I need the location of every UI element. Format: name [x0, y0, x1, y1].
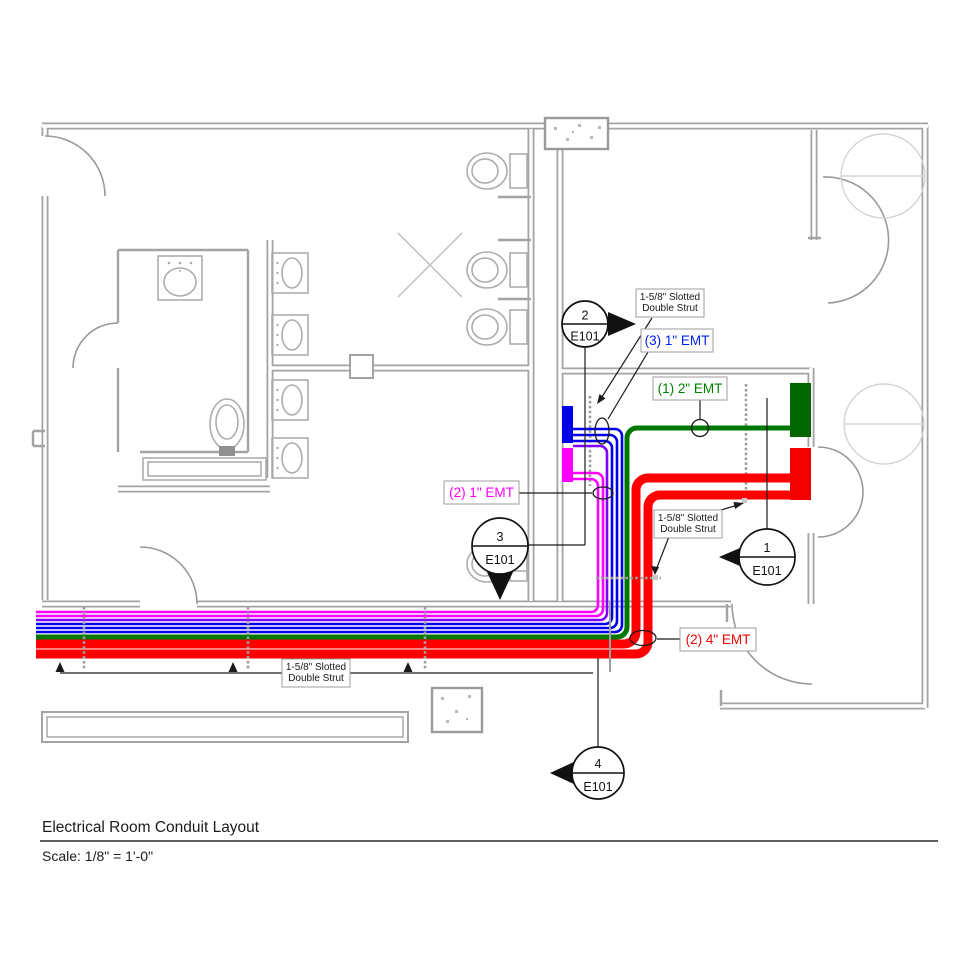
toilet-fixture: [466, 251, 528, 289]
conduit-1in-emt-blue: [36, 439, 614, 626]
conduits: [36, 425, 800, 659]
strut-label-line1: 1-5/8" Slotted: [640, 292, 700, 303]
floor-drain-cross: [397, 232, 463, 298]
callout-3-arrow-down: [487, 572, 513, 600]
conduit-marker-circle: [690, 418, 710, 438]
leader-arrow: [733, 502, 744, 509]
conduit-2in-emt-green: [36, 425, 790, 640]
strut-label-line2: Double Strut: [660, 524, 716, 535]
bench: [142, 457, 267, 481]
callout-2[interactable]: 2 E101: [561, 300, 636, 348]
emt-label-red-text: (2) 4" EMT: [686, 632, 751, 647]
strut-label-line2: Double Strut: [288, 673, 344, 684]
toilet-fixture: [209, 398, 245, 456]
toilet-fixture: [466, 308, 528, 346]
dimension-arrow: [55, 662, 65, 672]
exterior-band: [41, 711, 409, 743]
callout-1[interactable]: 1 E101: [719, 528, 796, 586]
strut-label-line1: 1-5/8" Slotted: [286, 662, 346, 673]
lavatory-fixture: [271, 314, 309, 356]
strut-label-mid: 1-5/8" Slotted Double Strut: [653, 509, 723, 539]
lavatory-fixture: [271, 252, 309, 294]
emt-label-blue: (3) 1" EMT: [640, 328, 714, 353]
emt-label-green-text: (1) 2" EMT: [658, 381, 723, 396]
slotted-struts: [82, 498, 747, 672]
callout-3-number: 3: [497, 530, 504, 544]
emt-label-magenta-text: (2) 1" EMT: [449, 485, 514, 500]
callout-2-sheet: E101: [570, 330, 599, 344]
callout-4-arrow-left: [550, 761, 576, 785]
strut-label-bottom: 1-5/8" Slotted Double Strut: [281, 658, 351, 688]
title-block: Electrical Room Conduit Layout Scale: 1/…: [40, 819, 938, 864]
callout-1-sheet: E101: [752, 564, 781, 578]
callout-4-sheet: E101: [583, 780, 612, 794]
callout-3[interactable]: 3 E101: [471, 517, 529, 600]
sink-fixture: [157, 255, 203, 301]
leader-arrow: [651, 566, 659, 575]
drawing-scale: Scale: 1/8" = 1'-0": [42, 848, 153, 864]
section-line-2-3: [528, 347, 586, 546]
round-features: [840, 133, 926, 465]
callout-1-number: 1: [764, 541, 771, 555]
door-swings: [44, 135, 890, 685]
conduit-purple: [36, 444, 609, 622]
wall-chase-box: [349, 354, 374, 379]
structural-columns: [430, 116, 610, 734]
lavatory-fixture: [271, 379, 309, 421]
conduit-marker-ellipse: [629, 629, 657, 647]
riser-blue: [562, 406, 573, 443]
strut-label-line1: 1-5/8" Slotted: [658, 513, 718, 524]
toilet-fixture: [466, 152, 528, 190]
conduit-risers: [562, 383, 811, 500]
strut-label-top: 1-5/8" Slotted Double Strut: [635, 288, 705, 318]
riser-magenta: [562, 448, 573, 482]
drawing-title: Electrical Room Conduit Layout: [42, 819, 260, 836]
riser-green: [790, 383, 811, 437]
callout-4[interactable]: 4 E101: [550, 746, 625, 800]
walls: [31, 122, 929, 710]
conduit-4in-emt-red: [36, 490, 800, 659]
emt-label-blue-text: (3) 1" EMT: [645, 333, 710, 348]
conduit-1in-emt-magenta: [36, 471, 605, 618]
callout-4-number: 4: [595, 757, 602, 771]
callout-3-sheet: E101: [485, 553, 514, 567]
conduit-1in-emt-blue: [36, 427, 624, 634]
column-top: [543, 116, 610, 151]
annotation-leaders: [55, 317, 768, 748]
emt-label-magenta: (2) 1" EMT: [443, 480, 520, 505]
riser-red: [790, 448, 811, 500]
room-partitions: [116, 195, 531, 454]
conduit-1in-emt-blue: [36, 433, 619, 630]
dimension-arrow: [403, 662, 413, 672]
lavatory-fixture: [271, 437, 309, 479]
conduit-marker-ellipse: [592, 486, 614, 500]
callout-2-number: 2: [582, 309, 589, 323]
emt-label-green: (1) 2" EMT: [652, 376, 728, 401]
emt-label-red: (2) 4" EMT: [679, 627, 757, 652]
conduit-4in-emt-red: [36, 473, 800, 649]
conduit-1in-emt-magenta: [36, 477, 600, 614]
callout-2-arrow-right: [608, 312, 636, 336]
strut-label-line2: Double Strut: [642, 303, 698, 314]
conduit-marker-ellipse: [594, 417, 610, 445]
leader-arrow: [597, 394, 606, 404]
dimension-arrow: [228, 662, 238, 672]
